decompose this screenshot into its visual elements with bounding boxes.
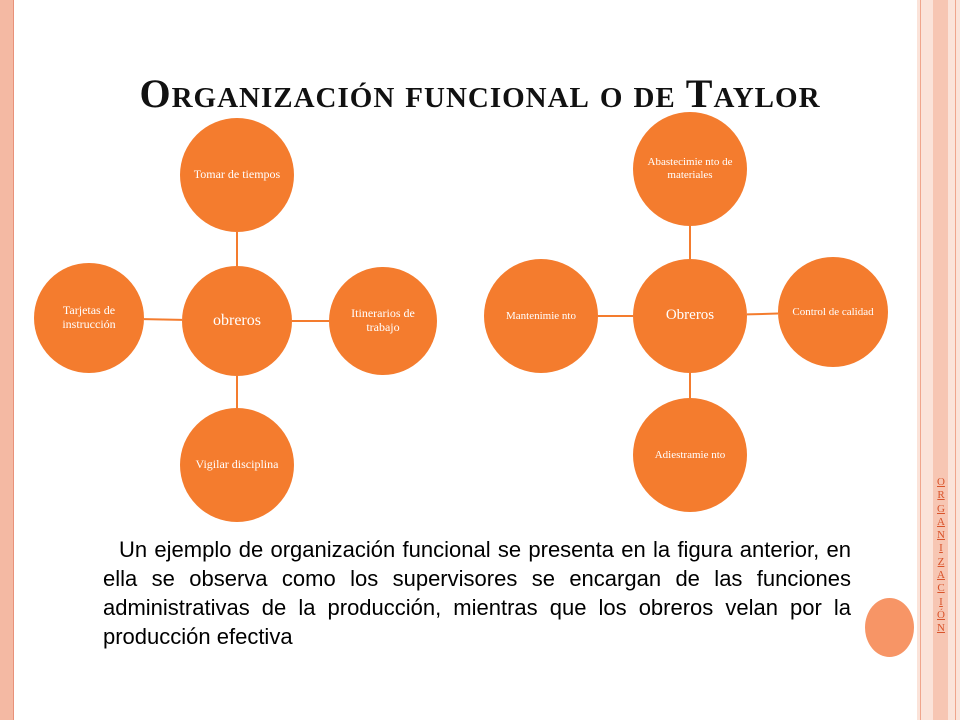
node-circle [34, 263, 144, 373]
connector-line [143, 318, 183, 321]
side-letter: N [937, 622, 945, 635]
side-letter: I [939, 595, 943, 608]
center-node-circle [182, 266, 292, 376]
node-circle [778, 257, 888, 367]
node-circle [633, 112, 747, 226]
side-letter: I [939, 542, 943, 555]
node-circle [484, 259, 598, 373]
side-letter: O [937, 476, 945, 488]
node-circle [633, 398, 747, 512]
left-frame-bar [0, 0, 14, 720]
node-circle [180, 118, 294, 232]
side-letter: A [937, 569, 945, 582]
node-circle [329, 267, 437, 375]
right-frame-bar [917, 0, 960, 720]
side-letter: Ó [937, 608, 945, 621]
decorative-circle [865, 598, 914, 657]
side-letter: A [937, 515, 945, 528]
side-letter: R [937, 489, 945, 502]
side-letter: N [937, 529, 945, 542]
node-circle [180, 408, 294, 522]
connector-line [746, 312, 779, 316]
description-text: Un ejemplo de organización funcional se … [103, 537, 851, 649]
title-word: TAYLOR [685, 71, 821, 116]
title-word: ORGANIZACIÓN [139, 71, 396, 116]
title-word: O [599, 82, 624, 114]
page-title: ORGANIZACIÓN FUNCIONAL O DE TAYLOR [0, 70, 960, 117]
side-letter: Z [937, 555, 945, 568]
title-word: DE [633, 82, 676, 114]
side-letter: G [937, 502, 945, 515]
title-word: FUNCIONAL [405, 82, 590, 114]
center-node-circle [633, 259, 747, 373]
side-letter: C [937, 582, 945, 595]
